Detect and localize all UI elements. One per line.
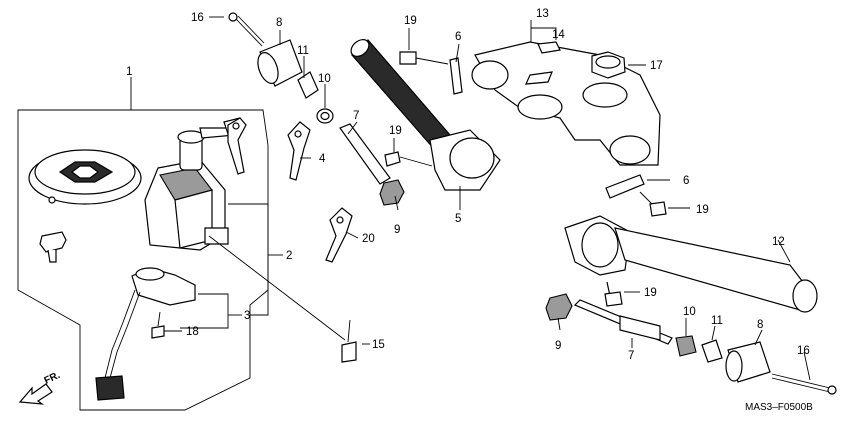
callout-16-top: 16	[191, 12, 204, 24]
callout-16-bottom: 16	[797, 345, 810, 357]
clip-6-top	[449, 57, 463, 95]
bolt-19-top	[399, 51, 449, 65]
callout-3: 3	[244, 310, 250, 322]
top-bridge-13	[471, 41, 661, 166]
leader-lines	[164, 16, 811, 381]
callout-8-bottom: 8	[757, 319, 763, 331]
callout-18: 18	[186, 326, 199, 338]
callout-14: 14	[552, 29, 565, 41]
bar-end-weight-8-bottom	[725, 341, 771, 383]
callout-6-top: 6	[455, 31, 461, 43]
clip-6-right	[605, 174, 645, 199]
ignition-key	[227, 117, 247, 175]
callout-11-top: 11	[297, 45, 309, 57]
callout-7-bottom: 7	[628, 350, 634, 362]
rod-7-top	[339, 123, 391, 185]
callout-9-bottom: 9	[555, 340, 561, 352]
bar-end-weight-8-top	[257, 39, 303, 87]
callout-10-top: 10	[318, 73, 331, 85]
lock-cylinder-small	[39, 231, 67, 263]
callout-19-top: 19	[404, 15, 417, 27]
front-direction-label: FR.	[43, 370, 62, 387]
clip-11-top	[297, 71, 319, 99]
ignition-group-outline	[17, 77, 269, 411]
front-direction-arrow: FR.	[18, 370, 62, 405]
key-4	[287, 121, 311, 181]
callout-19-right: 19	[696, 204, 709, 216]
callout-10-bottom: 10	[683, 306, 696, 318]
bolt-16-bottom	[771, 373, 837, 395]
switch-wire-connector	[95, 267, 196, 401]
callout-1: 1	[126, 66, 132, 78]
callout-7-top: 7	[353, 110, 359, 122]
collar-10-bottom	[675, 335, 697, 357]
callout-19-left: 19	[389, 125, 402, 137]
nut-9-bottom	[545, 293, 573, 321]
right-handlebar-12	[564, 215, 818, 313]
screw-18	[151, 311, 165, 339]
collar-10-top	[316, 108, 334, 124]
bolt-16-top	[228, 12, 265, 47]
bolt-19-right	[639, 191, 667, 217]
nut-9-top	[379, 179, 405, 206]
callout-11-bottom: 11	[711, 315, 723, 327]
bolt-19-lower	[604, 281, 623, 307]
callout-20: 20	[362, 233, 375, 245]
clip-11-bottom	[701, 339, 723, 363]
nut-17	[591, 51, 626, 79]
left-handlebar-5	[350, 39, 501, 191]
bolt-15	[341, 319, 357, 363]
callout-8-top: 8	[276, 17, 282, 29]
callout-6-right: 6	[683, 175, 689, 187]
callout-15: 15	[372, 339, 385, 351]
callout-19-lower: 19	[644, 287, 657, 299]
callout-2: 2	[286, 250, 292, 262]
callout-9-top: 9	[394, 224, 400, 236]
diagram-code: MAS3–F0500B	[745, 402, 813, 413]
key-20	[325, 207, 353, 263]
clip-14	[537, 41, 561, 54]
callout-17: 17	[650, 60, 663, 72]
callout-labels: 1 2 3 4 5 6 6 7 7 8 8 9 9 10 10 11 11 12…	[126, 8, 810, 362]
callout-4: 4	[319, 153, 326, 165]
callout-12: 12	[772, 236, 785, 248]
rod-7-bottom	[573, 299, 673, 345]
bolt-19-left	[384, 151, 433, 167]
callout-13: 13	[536, 8, 549, 20]
fuel-cap	[28, 149, 142, 205]
callout-5: 5	[455, 213, 461, 225]
